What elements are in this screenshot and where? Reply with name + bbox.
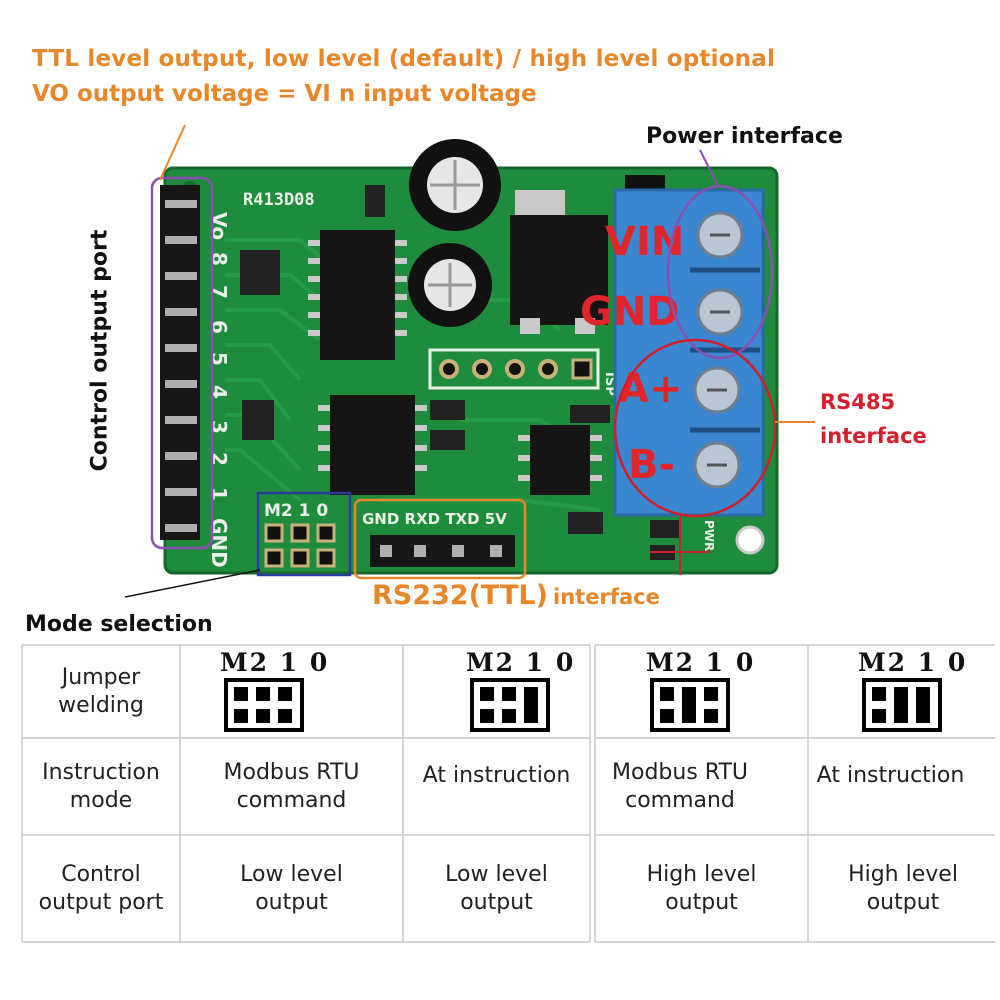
power-interface-label: Power interface <box>646 124 843 149</box>
jumper-diagram-col1: M2 1 0 <box>220 648 327 732</box>
isp-header <box>428 348 600 390</box>
mode-selection-label: Mode selection <box>25 612 213 637</box>
jumper-m0-pad-top <box>278 687 292 701</box>
voltage-regulator <box>510 215 608 325</box>
jumper-m2-pad-bottom <box>872 709 886 723</box>
jumper-m2-pad-bottom <box>660 709 674 723</box>
jumper-m0-shorted <box>916 687 930 723</box>
isp-label: ISP <box>602 372 617 396</box>
terminal-label-b: B- <box>628 442 675 488</box>
jumper-m2-pad-top <box>872 687 886 701</box>
jumper-label: M2 1 0 <box>858 648 968 677</box>
rs485-label-line1: RS485 <box>820 390 896 414</box>
control-port-highlight <box>150 176 214 550</box>
board-model-label: R413D08 <box>243 190 315 210</box>
capacitor-1 <box>409 139 501 231</box>
output-port-col4: High level output <box>848 861 958 915</box>
jumper-diagram-col3: M2 1 0 <box>646 648 753 732</box>
mounting-hole <box>735 525 765 555</box>
terminal-label-gnd: GND <box>580 289 680 335</box>
jumper-label: M2 1 0 <box>466 648 576 677</box>
ic-chip-2 <box>318 395 427 495</box>
rs485-interface-highlight <box>613 338 777 518</box>
pcb-board-illustration: ISP R413D08 Vo 8 7 6 5 4 3 2 1 GND M2 1 … <box>124 124 815 598</box>
row-header-jumper-welding: Jumper welding <box>58 664 144 718</box>
rs232-label-main: RS232(TTL) <box>372 580 548 611</box>
jumper-box <box>470 678 550 732</box>
output-port-col2: Low level output <box>445 861 548 915</box>
rs485-interface-label: RS485 interface <box>820 385 927 453</box>
mode-header-label: M2 1 0 <box>264 501 328 521</box>
jumper-box <box>224 678 304 732</box>
output-port-col3: High level output <box>646 861 757 915</box>
instruction-mode-col3: Modbus RTU command <box>612 759 748 813</box>
instruction-mode-col2: At instruction <box>422 763 571 788</box>
jumper-m2-pad-top <box>660 687 674 701</box>
jumper-m1-pad-bottom <box>256 709 270 723</box>
row-header-control-output-port: Control output port <box>38 861 164 915</box>
jumper-m1-pad-top <box>502 687 516 701</box>
rs232-highlight <box>353 498 527 580</box>
jumper-m1-pad-bottom <box>502 709 516 723</box>
power-interface-highlight <box>666 184 774 360</box>
jumper-m0-pad-bottom <box>704 709 718 723</box>
jumper-m2-pad-top <box>480 687 494 701</box>
output-port-col1: Low level output <box>240 861 343 915</box>
terminal-label-a: A+ <box>618 366 682 412</box>
row-header-instruction-mode: Instruction mode <box>42 759 160 813</box>
jumper-diagram-col4: M2 1 0 <box>858 648 965 732</box>
rs232-interface-label: RS232(TTL) interface <box>372 580 660 611</box>
jumper-m2-pad-bottom <box>480 709 494 723</box>
jumper-m1-shorted <box>682 687 696 723</box>
pwr-label: PWR <box>702 520 716 551</box>
capacitor-2 <box>408 243 492 327</box>
rs485-label-line2: interface <box>820 424 927 448</box>
control-output-pin-header <box>160 185 200 540</box>
instruction-mode-col1: Modbus RTU command <box>223 759 360 813</box>
jumper-label: M2 1 0 <box>646 648 756 677</box>
jumper-m0-shorted <box>524 687 538 723</box>
jumper-m2-pad-bottom <box>234 709 248 723</box>
rs232-label-suffix: interface <box>553 585 660 609</box>
jumper-m0-pad-bottom <box>278 709 292 723</box>
ic-chip-3 <box>518 425 602 495</box>
jumper-label: M2 1 0 <box>220 648 330 677</box>
jumper-box <box>862 678 942 732</box>
jumper-m2-pad-top <box>234 687 248 701</box>
mode-jumper-pins <box>264 523 336 568</box>
jumper-m0-pad-top <box>704 687 718 701</box>
serial-header-label: GND RXD TXD 5V <box>362 510 507 528</box>
note-ttl-output: TTL level output, low level (default) / … <box>32 46 776 72</box>
jumper-m1-shorted <box>894 687 908 723</box>
jumper-box <box>650 678 730 732</box>
jumper-m1-pad-top <box>256 687 270 701</box>
jumper-diagram-col2: M2 1 0 <box>466 648 573 732</box>
note-output-voltage: VO output voltage = VI n input voltage <box>32 81 537 107</box>
instruction-mode-col4: At instruction <box>816 763 965 788</box>
ic-chip-1 <box>308 230 407 360</box>
mode-select-highlight <box>256 491 352 577</box>
